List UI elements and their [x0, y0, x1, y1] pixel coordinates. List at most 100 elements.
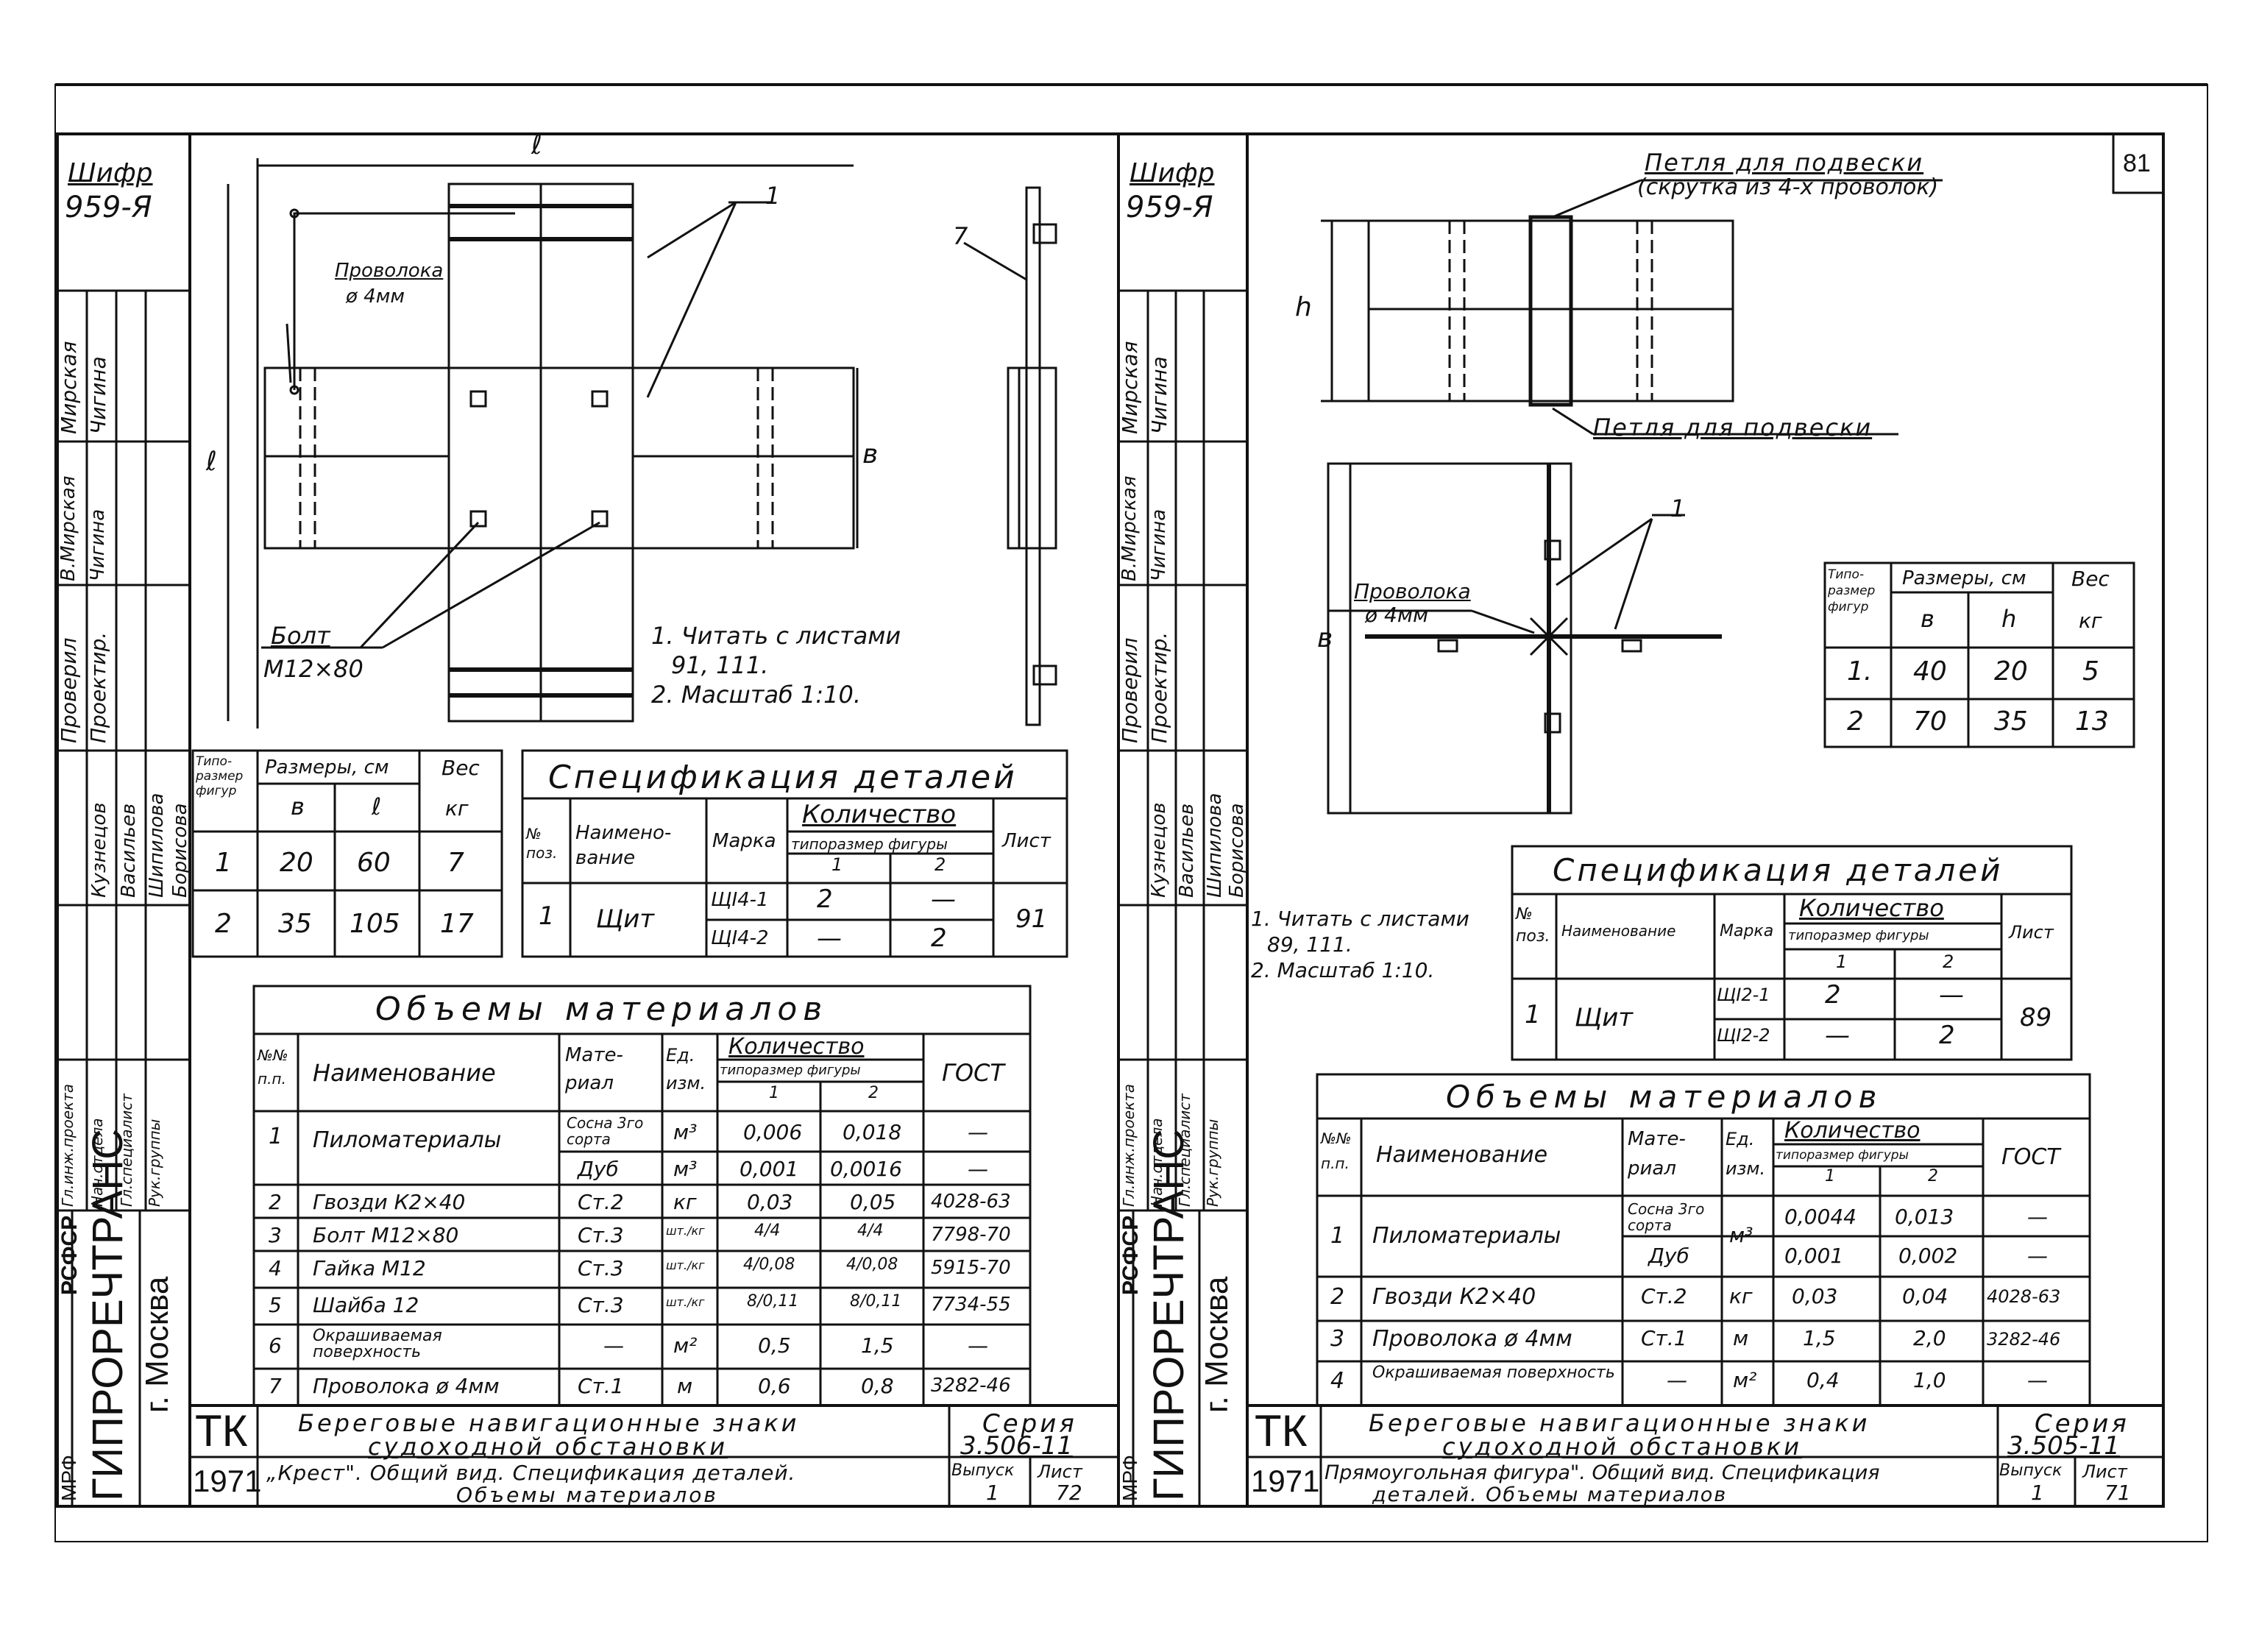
org-city: г. Москва — [1199, 1276, 1235, 1413]
table-cell: Гайка М12 — [313, 1256, 426, 1280]
table-cell: 35 — [1994, 706, 2028, 737]
title-line: судоходной обстановки — [368, 1433, 728, 1461]
table-cell: 4028-63 — [931, 1191, 1011, 1213]
cipher-label: Шифр — [1130, 158, 1215, 188]
table-cell: м³ — [1729, 1223, 1753, 1247]
signature-name: В.Мирская — [1118, 475, 1141, 581]
role-label: Проектир. — [86, 631, 110, 743]
col-header: Наименование — [1376, 1142, 1548, 1168]
cipher-value: 959-Я — [65, 191, 152, 224]
wire-label: Проволока — [1354, 579, 1471, 603]
col-header: Мате-риал — [1628, 1128, 1686, 1180]
table-cell: — — [968, 1157, 988, 1181]
fig-col: 2 — [935, 854, 946, 875]
sheet-title-line: Прямоугольная фигура". Общий вид. Специф… — [1324, 1461, 1880, 1484]
fig-col: 1 — [769, 1084, 779, 1102]
table-cell: 2 — [1847, 706, 1864, 737]
table-cell: 0,04 — [1902, 1284, 1948, 1308]
table-cell: — — [2027, 1368, 2048, 1392]
col-header: типоразмер фигуры — [1776, 1148, 1909, 1163]
sheet-label: Лист — [2082, 1461, 2127, 1482]
table-cell: 4/4 — [857, 1222, 884, 1240]
wire-label: Проволока — [335, 260, 444, 282]
title-line: Береговые навигационные знаки — [1369, 1409, 1870, 1437]
table-cell: 0,8 — [861, 1374, 894, 1398]
col-header: Типо-размер фигур — [196, 754, 244, 798]
wire-diameter: ø 4мм — [346, 286, 405, 308]
col-header: типоразмер фигуры — [791, 835, 948, 853]
table-cell: шт./кг — [666, 1258, 705, 1272]
table-cell: Окрашиваемая поверхность — [313, 1327, 442, 1361]
table-cell: 0,03 — [1792, 1284, 1838, 1308]
table-cell: 0,0044 — [1784, 1205, 1857, 1229]
table-cell: 7798-70 — [931, 1224, 1011, 1246]
role-label: Проверил — [57, 637, 81, 743]
issue-value: 1 — [2031, 1481, 2044, 1505]
table-cell: ЩI2-1 — [1717, 985, 1770, 1005]
table-cell: — — [1939, 980, 1964, 1010]
cipher-label: Шифр — [68, 158, 153, 188]
series-value: 3.506-11 — [960, 1431, 1073, 1461]
col-header: Количество — [802, 800, 957, 829]
signature-name: Васильев — [1176, 803, 1198, 898]
table-cell: 2 — [269, 1190, 282, 1214]
table-cell: 1 — [269, 1124, 283, 1149]
title-line: судоходной обстановки — [1442, 1433, 1802, 1461]
fig-col: 2 — [868, 1084, 879, 1102]
table-cell: Щит — [1575, 1003, 1634, 1032]
col-header: Наимено-вание — [575, 822, 672, 869]
role-label: Гл.инж.проекта — [1120, 1083, 1138, 1207]
table-cell: 0,4 — [1806, 1368, 1840, 1392]
table-cell: 2,0 — [1913, 1326, 1946, 1350]
col-subheader: в — [291, 793, 305, 820]
sheet-value: 72 — [1056, 1481, 1082, 1505]
bolt-size: М12×80 — [263, 655, 364, 683]
table-cell: 0,03 — [747, 1190, 793, 1214]
table-cell: — — [2027, 1205, 2048, 1229]
materials-title: Объемы материалов — [1446, 1079, 1883, 1115]
col-header: Размеры, см — [265, 756, 389, 779]
title-line: Береговые навигационные знаки — [298, 1409, 800, 1437]
table-cell: 1 — [539, 901, 555, 931]
table-cell: 4/0,08 — [846, 1255, 898, 1274]
table-cell: Болт М12×80 — [313, 1223, 459, 1247]
table-cell: 0,6 — [758, 1374, 791, 1398]
table-cell: Ст.3 — [578, 1293, 624, 1317]
table-cell: — — [1825, 1021, 1850, 1050]
table-cell: 0,006 — [743, 1120, 803, 1144]
table-cell: Ст.3 — [578, 1223, 624, 1247]
table-cell: 4/0,08 — [743, 1255, 795, 1274]
series-label: Серия — [2035, 1409, 2129, 1439]
signature-name: Шипилова — [1204, 793, 1226, 898]
dim-b: в — [1317, 623, 1333, 653]
table-cell: м — [677, 1374, 693, 1398]
signature-name: Чигина — [87, 508, 109, 581]
table-cell: 89 — [2020, 1003, 2052, 1032]
page-number: 81 — [2123, 149, 2151, 177]
signature-name: Чигина — [86, 356, 110, 434]
table-cell: шт./кг — [666, 1224, 705, 1238]
table-cell: 17 — [440, 909, 474, 939]
table-cell: 2 — [215, 909, 232, 939]
col-subheader: ℓ — [372, 793, 382, 820]
table-cell: — — [1667, 1368, 1687, 1392]
table-cell: 1 — [1525, 1000, 1541, 1029]
signature-name: Чигина — [1148, 508, 1170, 581]
table-cell: 4028-63 — [1987, 1286, 2061, 1307]
table-cell: 91 — [1015, 904, 1048, 934]
signature-name: Чигина — [1147, 356, 1171, 434]
col-header: типоразмер фигуры — [720, 1063, 861, 1078]
table-cell: Сосна 3го сорта — [567, 1114, 644, 1148]
col-header: ГОСТ — [2001, 1144, 2060, 1170]
signature-name: Шипилова — [146, 793, 168, 898]
signature-name: Мирская — [1118, 341, 1142, 434]
col-subheader: в — [1921, 605, 1934, 633]
signature-name: Борисова — [1226, 803, 1248, 898]
table-cell: 60 — [357, 848, 391, 878]
table-cell: 1 — [1330, 1223, 1345, 1249]
table-cell: 7 — [269, 1374, 282, 1398]
table-cell: Ст.2 — [1641, 1284, 1687, 1308]
table-cell: кг — [1729, 1284, 1753, 1308]
table-cell: 0,013 — [1895, 1205, 1954, 1229]
